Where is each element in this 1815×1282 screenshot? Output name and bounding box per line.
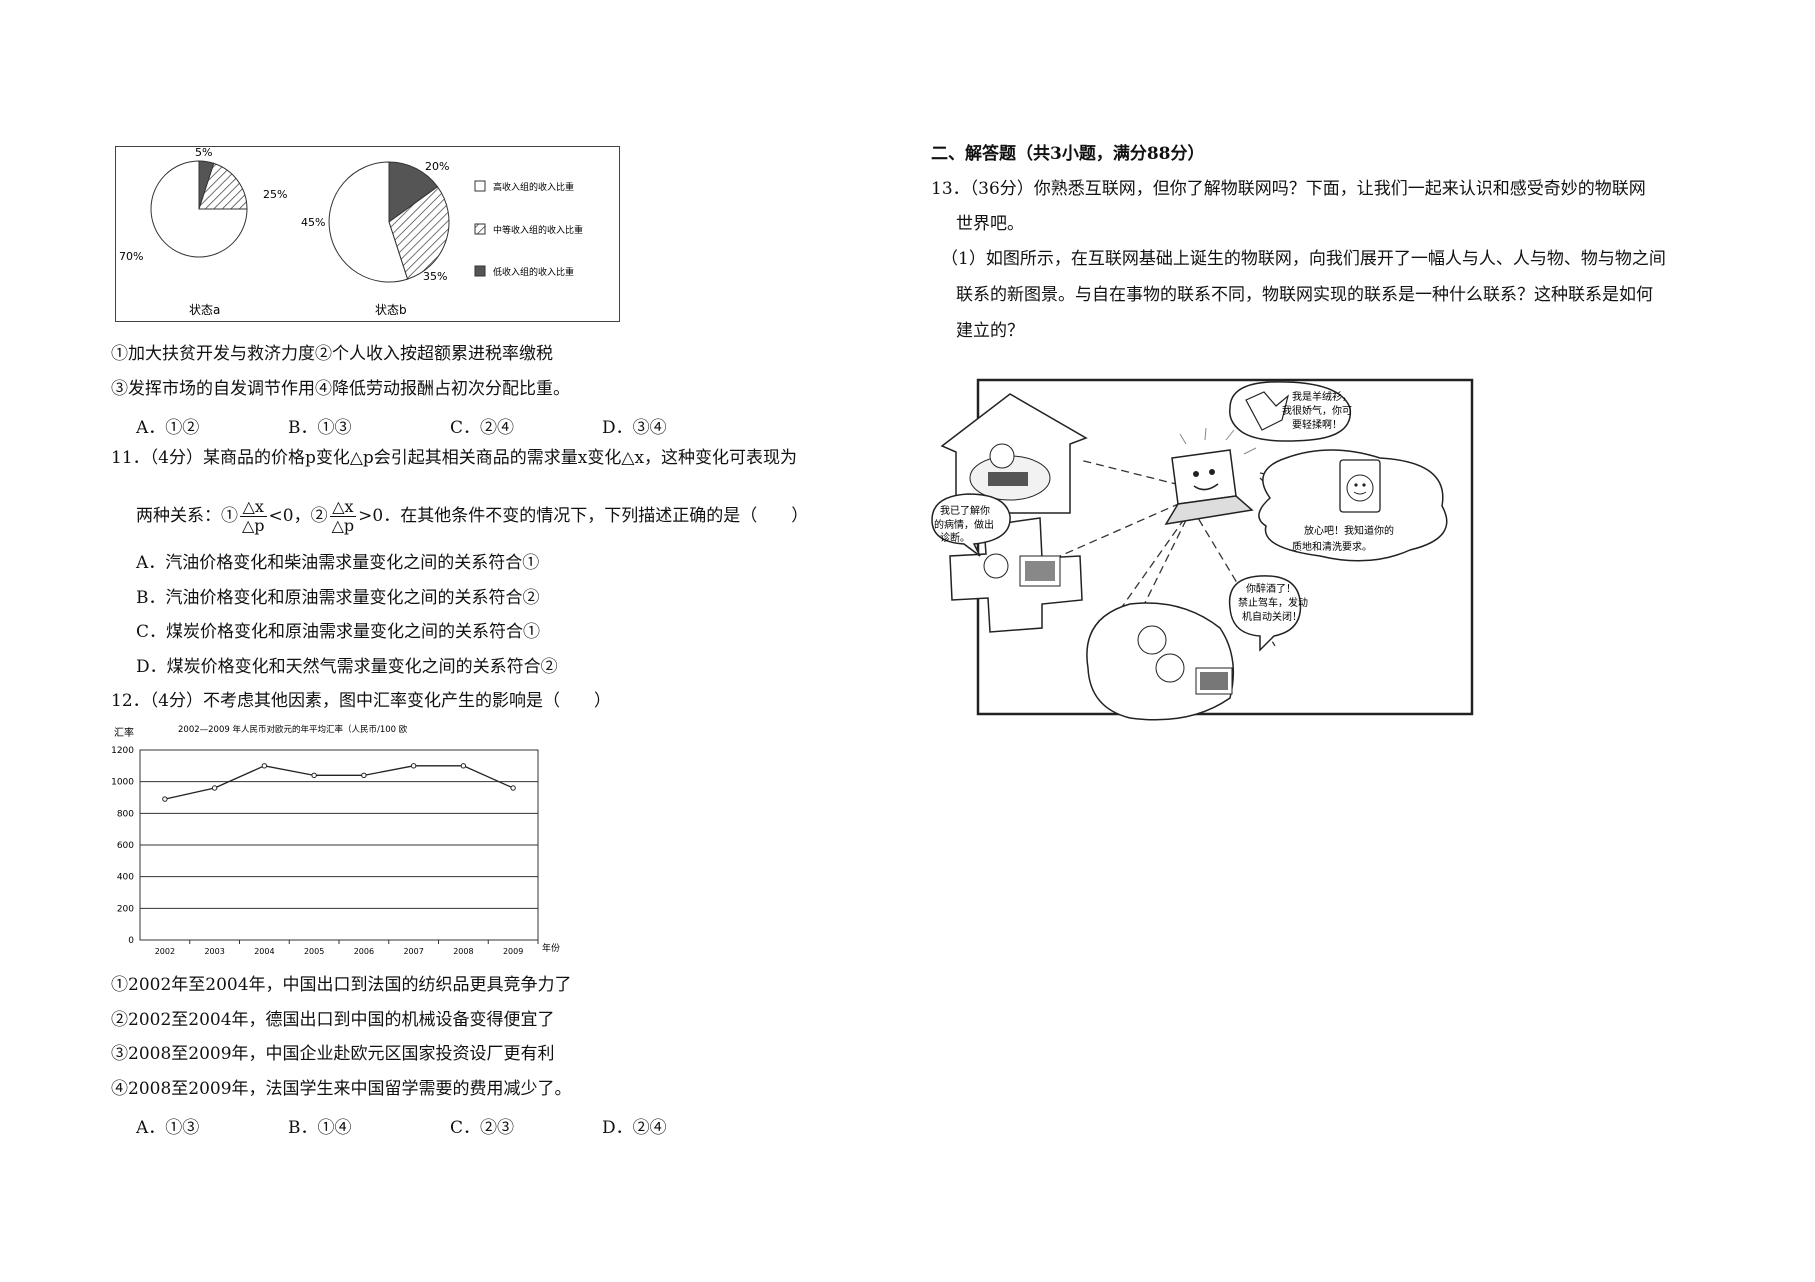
x-tick-label: 2005 <box>304 947 324 956</box>
chart-xlabel: 年份 <box>542 942 560 954</box>
bubble-doctor <box>931 493 1011 557</box>
pie-a-caption: 状态a <box>189 303 220 317</box>
q12-option-d[interactable]: D．②④ <box>602 1118 667 1138</box>
iot-cartoon: 我已了解你 的病情，做出 诊断。 我是羊绒衫， 我很娇气，你可 要轻揉啊！ 放心… <box>930 378 1475 750</box>
q11-option-c[interactable]: C．煤炭价格变化和原油需求量变化之间的关系符合① <box>136 622 541 642</box>
legend-middle: 中等收入组的收入比重 <box>493 224 583 236</box>
q13-sub1-line3: 建立的？ <box>956 321 1024 341</box>
rate-point <box>261 763 268 769</box>
x-tick-label: 2003 <box>204 947 224 956</box>
pie-a-label-middle: 25% <box>263 188 287 201</box>
q12-option-a[interactable]: A．①③ <box>136 1118 200 1138</box>
q12-statement-3: ③2008至2009年，中国企业赴欧元区国家投资设厂更有利 <box>111 1044 555 1064</box>
y-tick-label: 600 <box>117 841 134 851</box>
q11-relations: 两种关系：①△x△p<0，②△x△p>0．在其他条件不变的情况下，下列描述正确的… <box>136 496 808 536</box>
house-icon <box>940 393 1088 514</box>
x-tick-label: 2006 <box>354 947 374 956</box>
pie-a-label-low: 5% <box>195 146 212 159</box>
q10-option-c[interactable]: C．②④ <box>450 418 515 438</box>
q10-option-b[interactable]: B．①③ <box>288 418 352 438</box>
q11-stem: 11．（4分）某商品的价格p变化△p会引起其相关商品的需求量x变化△x，这种变化… <box>111 448 798 468</box>
q11-option-b[interactable]: B．汽油价格变化和原油需求量变化之间的关系符合② <box>136 588 540 608</box>
bubble-shirt-text-2: 我很娇气，你可 <box>1282 404 1352 417</box>
q10-statement-2: ③发挥市场的自发调节作用④降低劳动报酬占初次分配比重。 <box>111 379 570 399</box>
y-tick-label: 200 <box>117 904 134 914</box>
y-tick-label: 0 <box>128 936 134 946</box>
bubble-car-text-2: 禁止驾车，发动 <box>1238 596 1308 609</box>
q11-fraction-1: △x△p <box>240 497 267 535</box>
q11-fraction-2: △x△p <box>329 497 357 535</box>
q12-stem: 12．（4分）不考虑其他因素，图中汇率变化产生的影响是（ ） <box>111 691 611 711</box>
q13-sub1-line2: 联系的新图景。与自在事物的联系不同，物联网实现的联系是一种什么联系？这种联系是如… <box>956 285 1653 305</box>
q10-option-a[interactable]: A．①② <box>136 418 200 438</box>
pie-state-b <box>328 161 450 283</box>
q11-option-a[interactable]: A．汽油价格变化和柴油需求量变化之间的关系符合① <box>136 553 540 573</box>
x-tick-label: 2007 <box>403 947 423 956</box>
q10-option-d[interactable]: D．③④ <box>602 418 667 438</box>
bubble-washer-text-1: 放心吧！我知道你的 <box>1304 524 1394 537</box>
q11-option-d[interactable]: D．煤炭价格变化和天然气需求量变化之间的关系符合② <box>136 657 558 677</box>
car-icon <box>1086 602 1235 721</box>
pie-figure: 5% 25% 70% 20% 45% 35% 高收入组的收入比重 中等收入组的收… <box>115 146 620 322</box>
x-tick-label: 2002 <box>155 947 175 956</box>
pie-b-label-low: 20% <box>425 160 449 173</box>
bubble-doctor-text-1: 我已了解你 <box>940 504 990 517</box>
bubble-washer-text-2: 质地和清洗要求。 <box>1292 540 1372 553</box>
section-2-title: 二、解答题（共3小题，满分88分） <box>931 144 1205 164</box>
rate-point <box>510 785 516 791</box>
washing-machine-icon <box>1339 459 1381 513</box>
pie-b-label-high: 45% <box>301 216 325 229</box>
chart-ylabel: 汇率 <box>114 726 134 739</box>
q12-option-b[interactable]: B．①④ <box>288 1118 352 1138</box>
bubble-car-text-1: 你醉酒了！ <box>1246 582 1296 595</box>
pie-b-caption: 状态b <box>375 303 407 317</box>
bubble-shirt-text-1: 我是羊绒衫， <box>1292 390 1352 403</box>
chart-title: 2002—2009 年人民币对欧元的年平均汇率（人民币/100 欧 <box>178 724 408 735</box>
q12-option-c[interactable]: C．②③ <box>450 1118 515 1138</box>
rate-series-line <box>164 765 514 800</box>
q13-stem-1: 13．（36分）你熟悉互联网，但你了解物联网吗？下面，让我们一起来认识和感受奇妙… <box>931 179 1646 199</box>
laptop-icon <box>1164 427 1257 525</box>
rate-point <box>361 772 367 779</box>
bubble-doctor-text-3: 诊断。 <box>940 531 970 544</box>
exchange-rate-chart: 汇率 2002—2009 年人民币对欧元的年平均汇率（人民币/100 欧 年份 … <box>108 722 578 962</box>
rate-point <box>162 796 168 802</box>
bubble-car-text-3: 机自动关闭！ <box>1242 610 1302 623</box>
q11-mid1: <0，② <box>268 506 328 526</box>
rate-point <box>410 763 417 769</box>
q12-statement-4: ④2008至2009年，法国学生来中国留学需要的费用减少了。 <box>111 1079 572 1099</box>
rate-point <box>460 763 467 769</box>
x-tick-label: 2008 <box>453 947 473 956</box>
bubble-doctor-text-2: 的病情，做出 <box>934 518 994 531</box>
q11-prefix: 两种关系：① <box>136 506 238 526</box>
y-tick-label: 800 <box>117 809 134 819</box>
q12-statement-1: ①2002年至2004年，中国出口到法国的纺织品更具竞争力了 <box>111 975 572 995</box>
q13-stem-2: 世界吧。 <box>956 214 1024 234</box>
x-tick-label: 2009 <box>503 947 523 956</box>
y-tick-label: 1000 <box>111 778 134 788</box>
hospital-icon <box>949 517 1083 633</box>
y-tick-label: 1200 <box>111 746 134 756</box>
q10-statement-1: ①加大扶贫开发与救济力度②个人收入按超额累进税率缴税 <box>111 344 553 364</box>
pie-a-label-high: 70% <box>119 250 143 263</box>
q11-mid2: >0．在其他条件不变的情况下，下列描述正确的是（ ） <box>358 506 809 526</box>
q13-sub1-line1: （1）如图所示，在互联网基础上诞生的物联网，向我们展开了一幅人与人、人与物、物与… <box>941 249 1666 269</box>
legend-high: 高收入组的收入比重 <box>493 181 574 193</box>
x-tick-label: 2004 <box>254 947 274 956</box>
legend-low: 低收入组的收入比重 <box>493 266 574 278</box>
pie-b-label-middle: 35% <box>423 270 447 283</box>
q12-statement-2: ②2002至2004年，德国出口到中国的机械设备变得便宜了 <box>111 1010 555 1030</box>
bubble-car <box>1228 575 1302 652</box>
rate-point <box>311 772 317 779</box>
rate-point <box>211 785 218 791</box>
y-tick-label: 400 <box>117 873 134 883</box>
pie-state-a <box>150 160 248 258</box>
sweater-icon <box>1245 391 1290 431</box>
bubble-shirt-text-3: 要轻揉啊！ <box>1292 418 1342 431</box>
